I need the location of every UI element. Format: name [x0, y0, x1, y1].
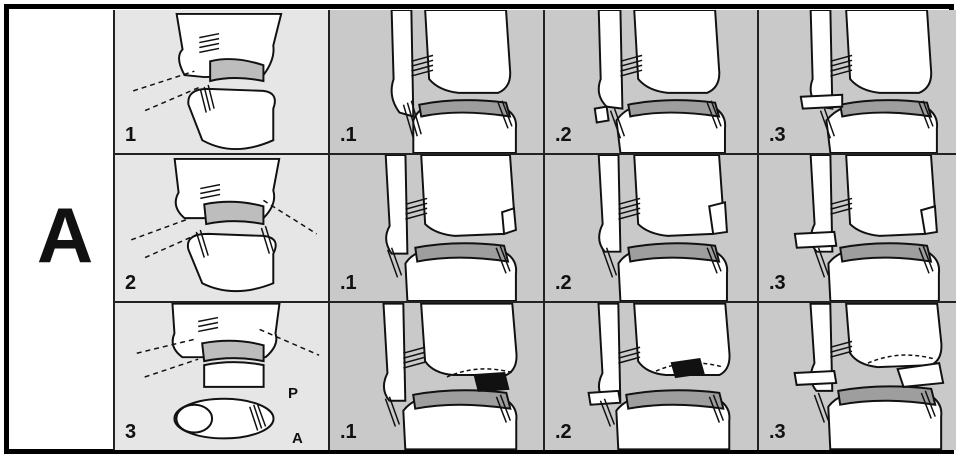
type-3-3-cell: .3 [757, 303, 956, 450]
subtype-label: .2 [555, 272, 572, 295]
type-1-2-cell: .2 [543, 10, 757, 155]
type-1-cell: 1 [113, 10, 328, 155]
subtype-label: .1 [340, 421, 357, 444]
subtype-label: .1 [340, 124, 357, 147]
type-label: 3 [125, 421, 136, 444]
subtype-label: .3 [769, 272, 786, 295]
panel-letter: A [22, 196, 108, 274]
ankle-diagram-type-3 [115, 303, 328, 450]
ankle-diagram-type-3-3 [759, 303, 956, 450]
ankle-diagram-type-2-3 [759, 155, 956, 301]
subtype-label: .3 [769, 421, 786, 444]
ankle-diagram-type-2-1 [330, 155, 543, 301]
ankle-diagram-type-1-3 [759, 10, 956, 153]
type-3-cell: P A 3 [113, 303, 328, 450]
type-1-1-cell: .1 [328, 10, 543, 155]
type-2-cell: 2 [113, 155, 328, 303]
subtype-label: .2 [555, 124, 572, 147]
type-1-3-cell: .3 [757, 10, 956, 155]
ankle-diagram-type-3-1 [330, 303, 543, 450]
posterior-label: P [288, 385, 298, 402]
classification-grid: 1 .1 [113, 10, 956, 450]
ankle-diagram-type-3-2 [545, 303, 757, 450]
type-2-1-cell: .1 [328, 155, 543, 303]
type-2-2-cell: .2 [543, 155, 757, 303]
type-3-2-cell: .2 [543, 303, 757, 450]
subtype-label: .1 [340, 272, 357, 295]
type-label: 1 [125, 124, 136, 147]
subtype-label: .3 [769, 124, 786, 147]
subtype-label: .2 [555, 421, 572, 444]
type-2-3-cell: .3 [757, 155, 956, 303]
ankle-diagram-type-1 [115, 10, 328, 153]
ankle-diagram-type-2-2 [545, 155, 757, 301]
type-label: 2 [125, 272, 136, 295]
ankle-diagram-type-1-1 [330, 10, 543, 153]
type-3-1-cell: .1 [328, 303, 543, 450]
ankle-diagram-type-1-2 [545, 10, 757, 153]
anterior-label: A [292, 430, 303, 447]
ankle-diagram-type-2 [115, 155, 328, 301]
